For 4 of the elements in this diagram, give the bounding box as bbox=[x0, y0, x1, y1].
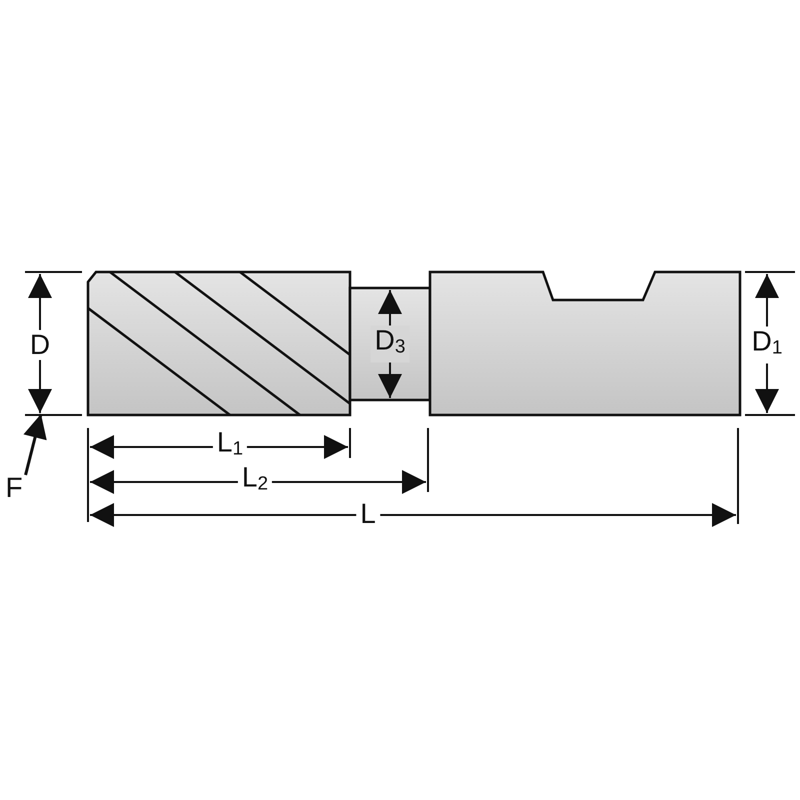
dimension-label: D$_{3}$ bbox=[370, 326, 410, 362]
end-mill-drawing bbox=[86, 270, 742, 416]
leader-line bbox=[23, 414, 47, 476]
callout-letter: F bbox=[1, 473, 27, 503]
